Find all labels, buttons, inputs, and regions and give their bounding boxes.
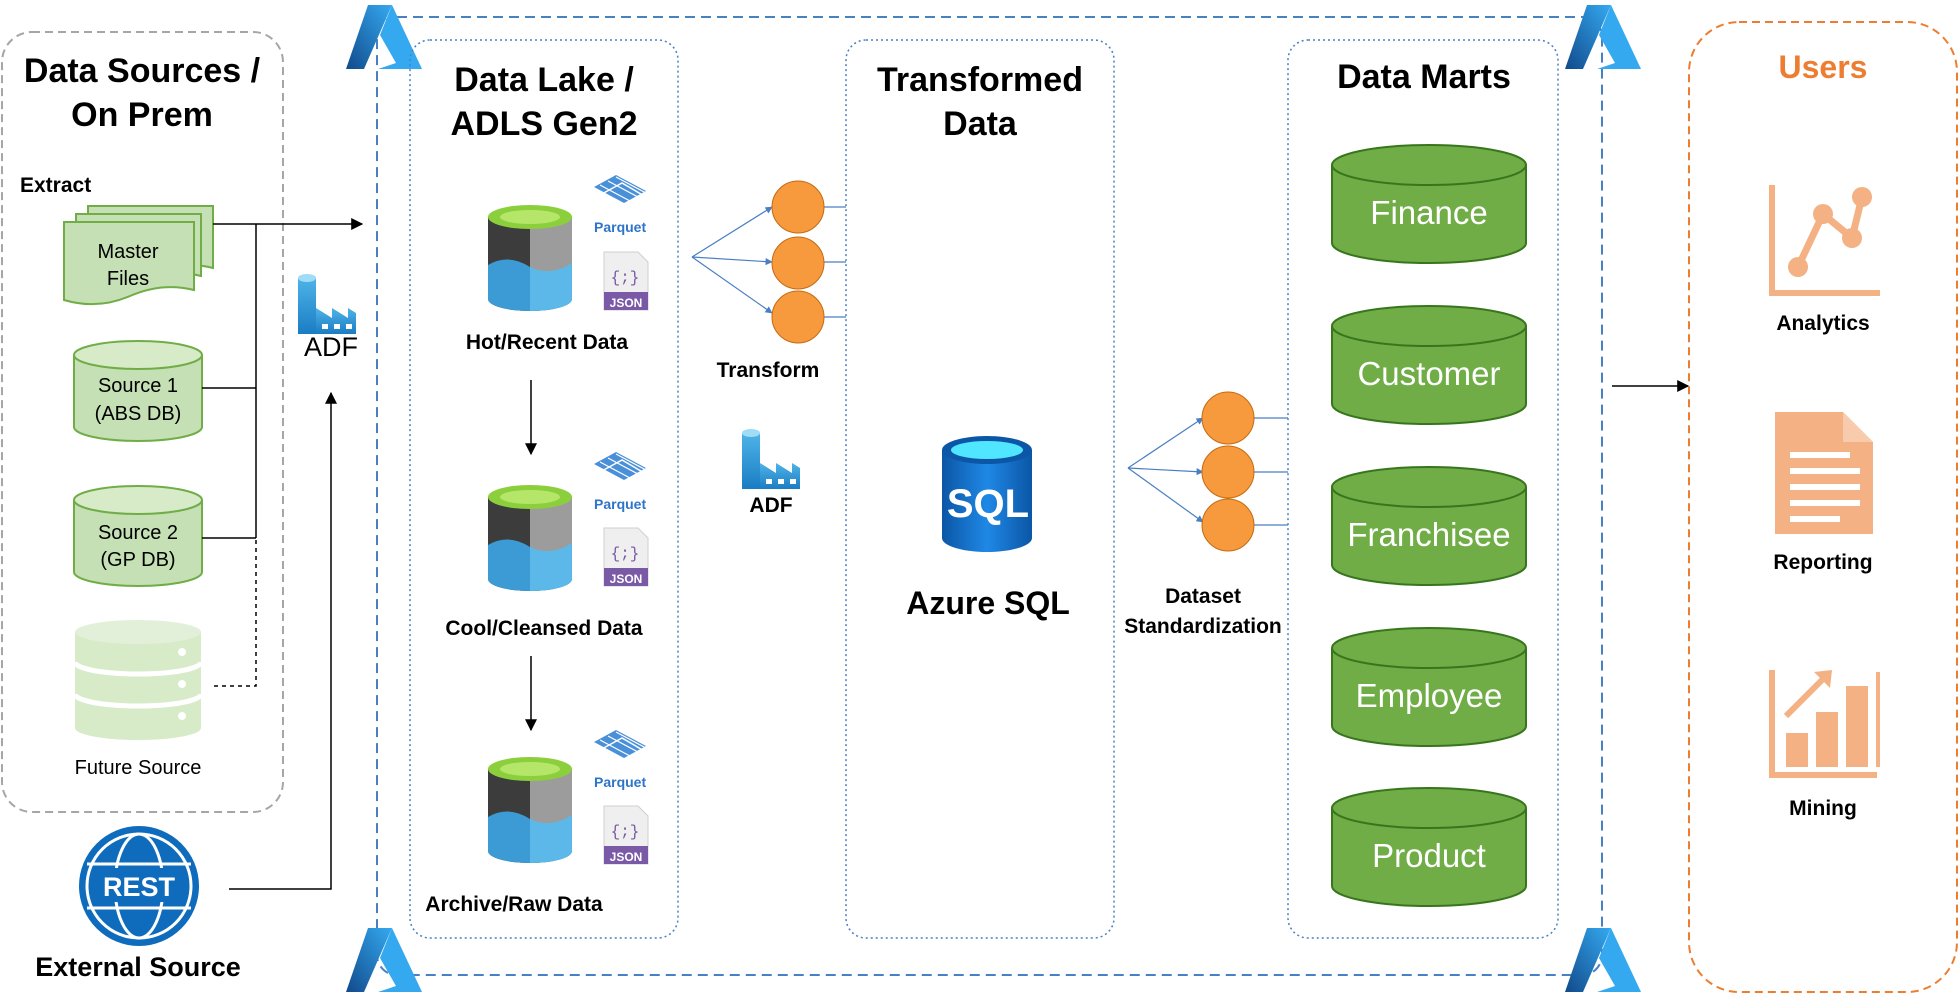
master-files-label: Master: [97, 241, 158, 263]
json-glyph: {;}: [611, 545, 640, 563]
azure-logo-icon: [1565, 928, 1641, 992]
master-files-icon: [63, 205, 214, 306]
data-lake-storage-icon: [488, 757, 572, 863]
data-marts-panel: [1287, 39, 1559, 939]
mart-cylinder-employee: [1331, 627, 1527, 747]
azure-boundary: [376, 16, 1603, 976]
data-lake-title: Data Lake /: [454, 61, 634, 99]
mart-cylinder-franchisee: [1331, 466, 1527, 586]
data-lake-storage-icon: [488, 485, 572, 591]
transform-node: [771, 290, 825, 344]
lake-tier-label: Cool/Cleansed Data: [445, 617, 643, 640]
mart-label: Customer: [1357, 355, 1500, 392]
master-files-label-line2: Files: [107, 268, 149, 290]
user-item-label: Analytics: [1776, 312, 1869, 335]
mart-cylinder-product: [1331, 787, 1527, 907]
azure-logo-icon: [346, 928, 422, 992]
data-marts-title: Data Marts: [1337, 58, 1511, 96]
future-source-label: Future Source: [75, 757, 202, 779]
rest-api-icon: [79, 826, 199, 946]
mart-cylinder-finance: [1331, 144, 1527, 264]
standardization-label-line2: Standardization: [1124, 615, 1282, 638]
mart-label: Finance: [1370, 194, 1487, 231]
external-source-arrow: [229, 391, 337, 890]
mining-icon: [1769, 670, 1880, 778]
users-title: Users: [1779, 49, 1868, 85]
azure-sql-label: Azure SQL: [906, 585, 1070, 621]
transform-fan-lines: [691, 206, 846, 318]
data-lake-storage-icon: [488, 205, 572, 311]
json-label: JSON: [610, 850, 643, 864]
adf-factory-icon: [742, 429, 800, 489]
source2-db-icon: [73, 485, 203, 587]
adf-factory-icon: [298, 274, 356, 334]
azure-logo-icon: [1565, 5, 1641, 69]
adf-label-sources: ADF: [304, 332, 358, 362]
standardization-node: [1201, 391, 1255, 445]
sql-badge: SQL: [947, 482, 1029, 526]
parquet-icon: [594, 730, 648, 765]
transform-node: [771, 180, 825, 234]
json-label: JSON: [610, 296, 643, 310]
transformed-data-title-line2: Data: [943, 105, 1018, 143]
json-icon: [603, 805, 649, 865]
sources-title-line2: On Prem: [71, 96, 213, 134]
json-glyph: {;}: [611, 269, 640, 287]
json-glyph: {;}: [611, 823, 640, 841]
standardization-fan-lines: [1127, 417, 1288, 526]
mart-label: Product: [1372, 837, 1486, 874]
reporting-icon: [1775, 412, 1873, 534]
user-item-label: Mining: [1789, 797, 1857, 820]
data-lake-title-line2: ADLS Gen2: [450, 105, 637, 143]
extract-label: Extract: [20, 174, 91, 197]
azure-logo-icon: [346, 5, 422, 69]
adf-label-transform: ADF: [749, 494, 792, 517]
mart-cylinder-customer: [1331, 305, 1527, 425]
json-icon: [603, 527, 649, 587]
lake-tier-label: Hot/Recent Data: [466, 331, 629, 354]
transform-label: Transform: [717, 359, 820, 382]
transformed-data-panel: [845, 39, 1115, 939]
parquet-label: Parquet: [594, 774, 646, 790]
parquet-label: Parquet: [594, 219, 646, 235]
rest-label: REST: [103, 872, 176, 902]
source2-label-line2: (GP DB): [100, 549, 175, 571]
json-label: JSON: [610, 572, 643, 586]
sources-panel: [1, 31, 284, 813]
lake-tier-label: Archive/Raw Data: [425, 893, 603, 916]
standardization-label: Dataset: [1165, 585, 1241, 608]
source1-db-icon: [73, 340, 203, 442]
standardization-node: [1201, 445, 1255, 499]
analytics-icon: [1769, 185, 1880, 296]
source2-label: Source 2: [98, 522, 178, 544]
user-item-label: Reporting: [1773, 551, 1872, 574]
transform-node: [771, 236, 825, 290]
transformed-data-title: Transformed: [877, 61, 1083, 99]
json-icon: [603, 251, 649, 311]
data-lake-panel: [409, 39, 679, 939]
external-source-label: External Source: [35, 952, 241, 982]
mart-label: Employee: [1356, 677, 1503, 714]
users-panel: [1688, 21, 1958, 993]
future-source-server-icon: [72, 620, 204, 740]
source-connectors: [202, 218, 364, 687]
sources-title: Data Sources /: [24, 52, 261, 90]
parquet-icon: [594, 452, 648, 487]
source1-label-line2: (ABS DB): [95, 403, 182, 425]
parquet-label: Parquet: [594, 496, 646, 512]
source1-label: Source 1: [98, 375, 178, 397]
standardization-node: [1201, 498, 1255, 552]
mart-label: Franchisee: [1347, 516, 1510, 553]
sql-database-icon: [942, 436, 1032, 552]
parquet-icon: [594, 175, 648, 210]
